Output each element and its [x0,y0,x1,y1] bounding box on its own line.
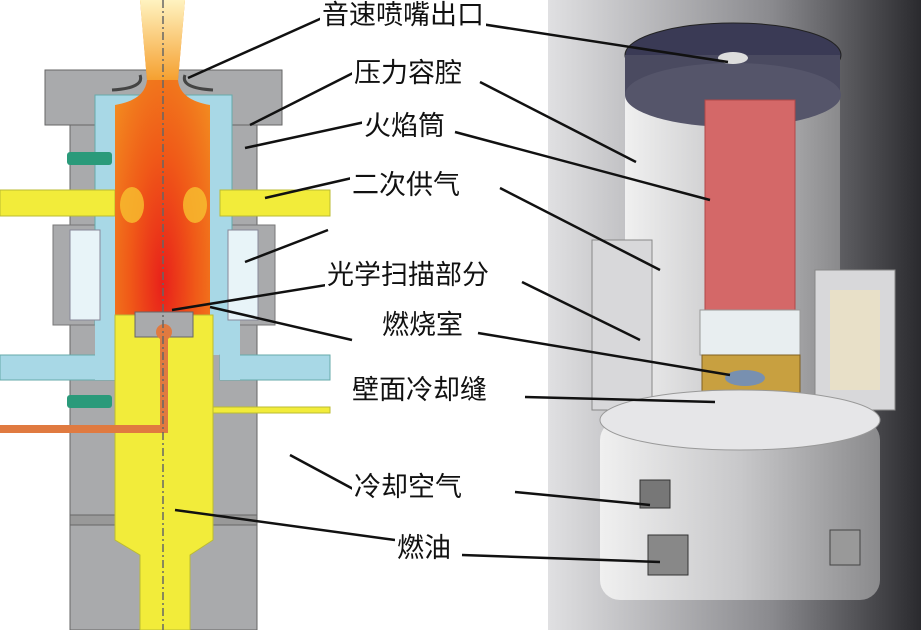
label-wall-cooling-slot: 壁面冷却缝 [350,375,489,406]
cross-section-schematic [0,0,331,630]
secondary-air-left [0,189,116,217]
3d-render [548,0,921,630]
label-pressure-chamber: 压力容腔 [352,58,464,89]
secondary-air-right [219,189,331,217]
nozzle-lip [111,74,143,92]
label-flame-tube: 火焰筒 [362,111,447,142]
label-cooling-air: 冷却空气 [352,472,464,503]
flame-tube-render [704,99,796,311]
fuel-port [647,534,689,576]
label-fuel: 燃油 [395,533,453,564]
side-window-left [591,239,653,411]
leader-lines [171,16,731,564]
seal [67,152,112,165]
fuel-line [0,425,168,433]
optical-window-right [227,229,259,321]
label-combustor: 燃烧室 [380,310,465,341]
optical-window-left [69,229,101,321]
label-nozzle-exit: 音速喷嘴出口 [320,0,486,31]
seal [67,395,112,408]
label-optical-scan: 光学扫描部分 [325,260,491,291]
label-secondary-air: 二次供气 [350,170,462,201]
fuel-injector-body [114,314,214,630]
